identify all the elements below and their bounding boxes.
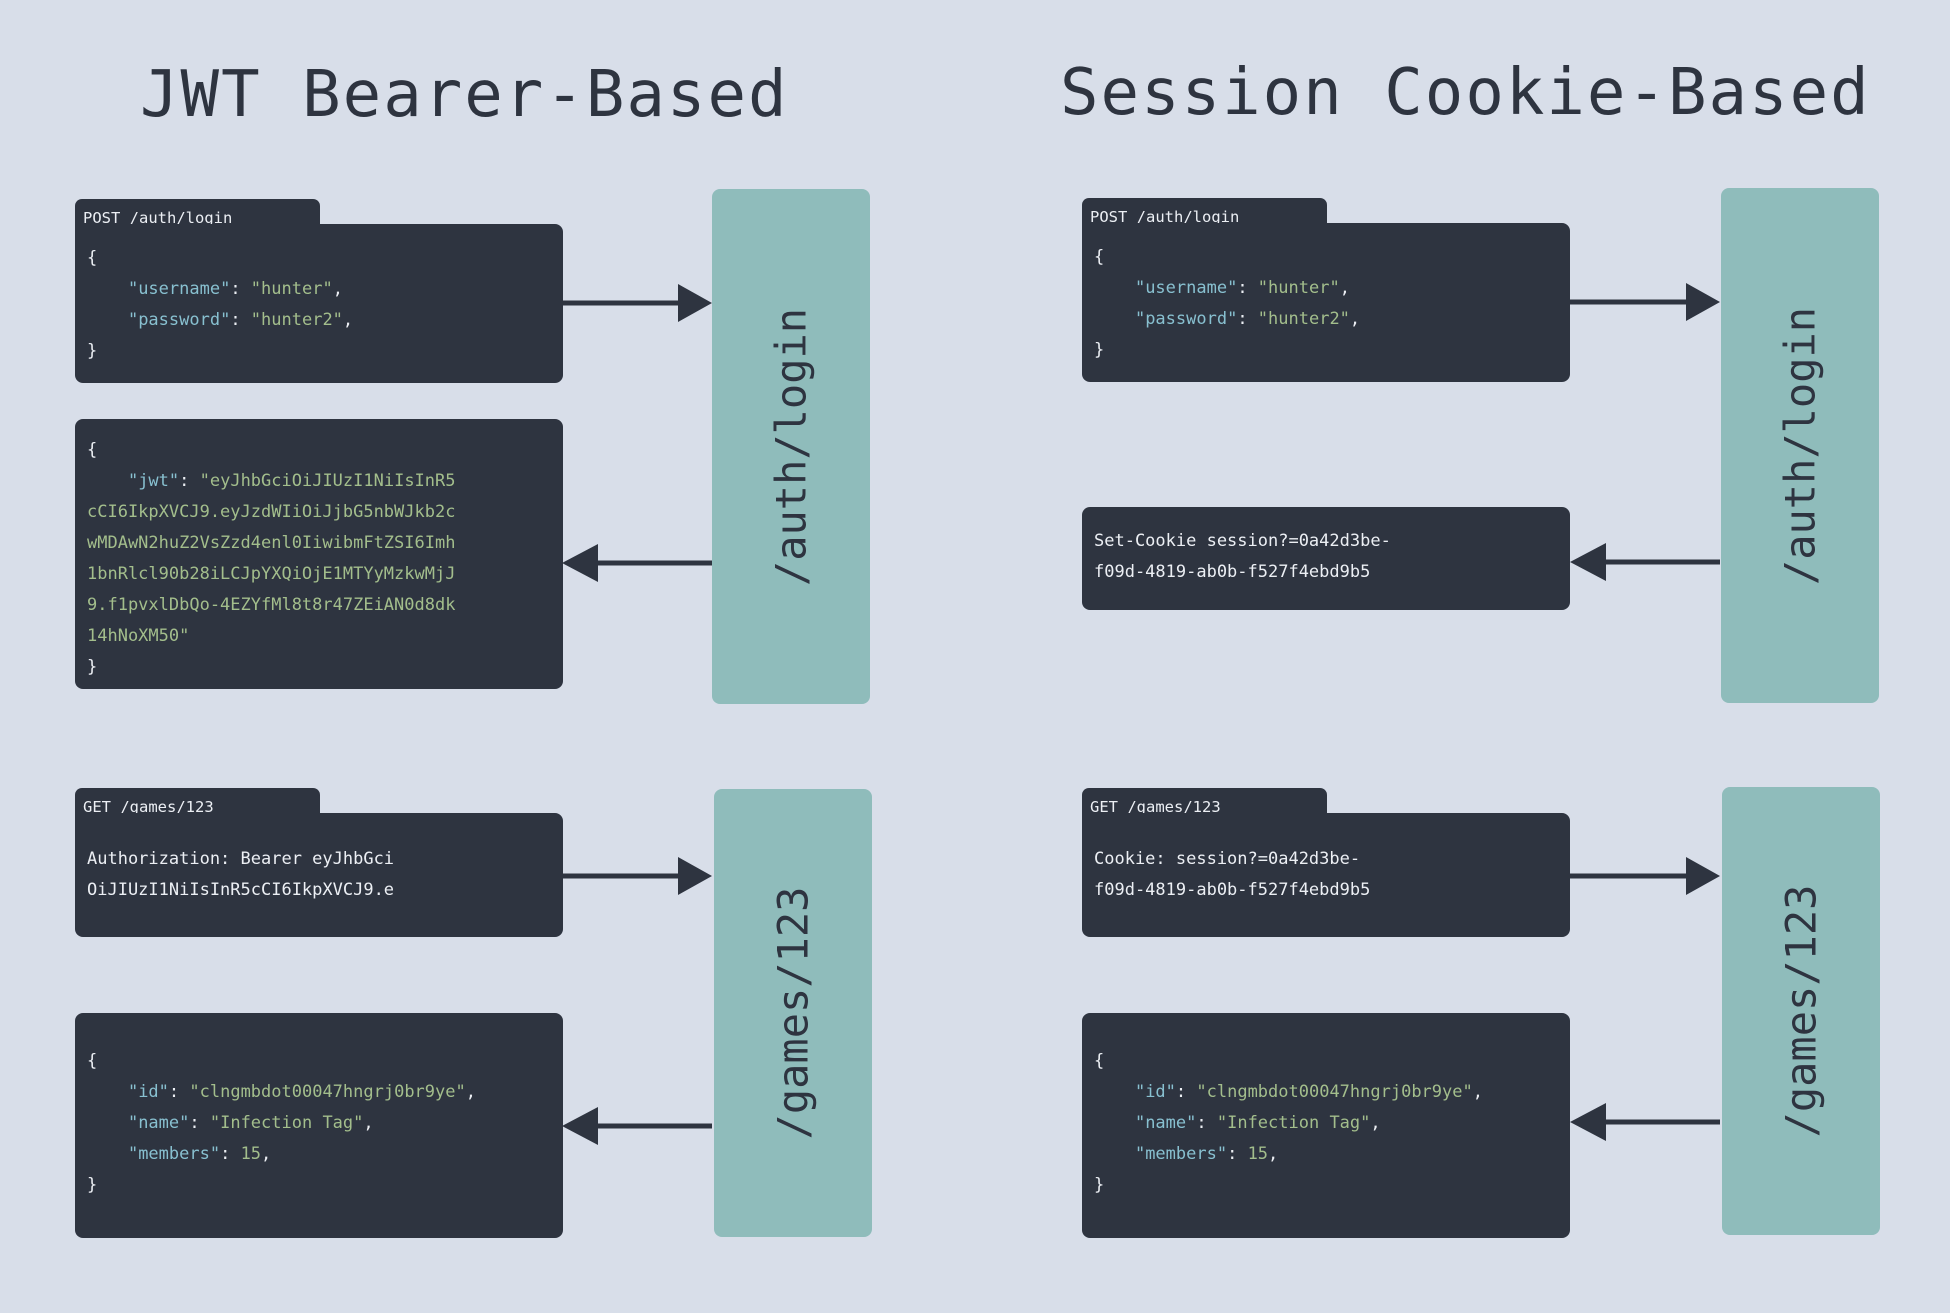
- code-brace: }: [87, 657, 98, 677]
- json-value: 15: [1247, 1144, 1269, 1164]
- jwt-token-line: wMDAwN2huZ2VsZzd4enl0IiwibmFtZSI6Imh: [87, 533, 456, 553]
- json-key: "username": [1134, 278, 1238, 298]
- endpoint-label: /auth/login: [1775, 306, 1825, 585]
- code-brace: }: [1094, 1175, 1105, 1195]
- session-login-request-body: { "username": "hunter", "password": "hun…: [1082, 223, 1570, 382]
- json-value: "hunter": [250, 279, 333, 299]
- jwt-title: JWT Bearer-Based: [140, 58, 789, 132]
- header-line: f09d-4819-ab0b-f527f4ebd9b5: [1094, 880, 1371, 900]
- json-value: "Infection Tag": [1216, 1113, 1371, 1133]
- json-key: "members": [1134, 1144, 1228, 1164]
- header-line: OiJIUzI1NiIsInR5cCI6IkpXVCJ9.e: [87, 880, 395, 900]
- jwt-game-endpoint-bar: /games/123: [714, 789, 872, 1237]
- jwt-game-response-body: { "id": "clngmbdot00047hngrj0br9ye", "na…: [75, 1013, 563, 1238]
- jwt-game-request-body: Authorization: Bearer eyJhbGci OiJIUzI1N…: [75, 813, 563, 937]
- json-key: "password": [127, 310, 231, 330]
- json-value: "hunter2": [1257, 309, 1350, 329]
- jwt-token-line: cCI6IkpXVCJ9.eyJzdWIiOiJjbG5nbWJkb2c: [87, 502, 456, 522]
- code-brace: {: [1094, 247, 1105, 267]
- jwt-login-request-body: { "username": "hunter", "password": "hun…: [75, 224, 563, 383]
- json-key: "name": [1134, 1113, 1197, 1133]
- code-brace: }: [87, 1175, 98, 1195]
- session-title: Session Cookie-Based: [1060, 56, 1871, 130]
- session-login-endpoint-bar: /auth/login: [1721, 188, 1879, 703]
- jwt-token-line: 14hNoXM50": [87, 626, 190, 646]
- json-key: "name": [127, 1113, 190, 1133]
- session-game-request-body: Cookie: session?=0a42d3be- f09d-4819-ab0…: [1082, 813, 1570, 937]
- session-login-response-body: Set-Cookie session?=0a42d3be- f09d-4819-…: [1082, 507, 1570, 610]
- json-key: "jwt": [127, 471, 180, 491]
- code-brace: {: [87, 1051, 98, 1071]
- endpoint-label: /games/123: [1776, 884, 1826, 1138]
- session-game-endpoint-bar: /games/123: [1722, 787, 1880, 1235]
- header-line: Cookie: session?=0a42d3be-: [1094, 849, 1361, 869]
- header-line: Set-Cookie session?=0a42d3be-: [1094, 531, 1391, 551]
- jwt-login-endpoint-bar: /auth/login: [712, 189, 870, 704]
- jwt-token-line: 1bnRlcl90b28iLCJpYXQiOjE1MTYyMzkwMjJ: [87, 564, 456, 584]
- json-value: "Infection Tag": [209, 1113, 364, 1133]
- code-brace: {: [1094, 1051, 1105, 1071]
- json-key: "members": [127, 1144, 221, 1164]
- json-key: "id": [127, 1082, 169, 1102]
- json-value: "clngmbdot00047hngrj0br9ye": [189, 1082, 466, 1102]
- json-key: "password": [1134, 309, 1238, 329]
- jwt-login-response-body: { "jwt": "eyJhbGciOiJIUzI1NiIsInR5 cCI6I…: [75, 419, 563, 689]
- jwt-token-line: "eyJhbGciOiJIUzI1NiIsInR5: [199, 471, 456, 491]
- jwt-token-line: 9.f1pvxlDbQo-4EZYfMl8t8r47ZEiAN0d8dk: [87, 595, 456, 615]
- json-key: "username": [127, 279, 231, 299]
- endpoint-label: /games/123: [768, 886, 818, 1140]
- json-value: "hunter": [1257, 278, 1340, 298]
- code-brace: {: [87, 248, 98, 268]
- header-line: f09d-4819-ab0b-f527f4ebd9b5: [1094, 562, 1371, 582]
- json-value: "clngmbdot00047hngrj0br9ye": [1196, 1082, 1473, 1102]
- json-value: "hunter2": [250, 310, 343, 330]
- endpoint-label: /auth/login: [766, 307, 816, 586]
- code-brace: {: [87, 440, 98, 460]
- session-game-response-body: { "id": "clngmbdot00047hngrj0br9ye", "na…: [1082, 1013, 1570, 1238]
- json-key: "id": [1134, 1082, 1176, 1102]
- header-line: Authorization: Bearer eyJhbGci: [87, 849, 395, 869]
- json-value: 15: [240, 1144, 262, 1164]
- code-brace: }: [87, 341, 98, 361]
- code-brace: }: [1094, 340, 1105, 360]
